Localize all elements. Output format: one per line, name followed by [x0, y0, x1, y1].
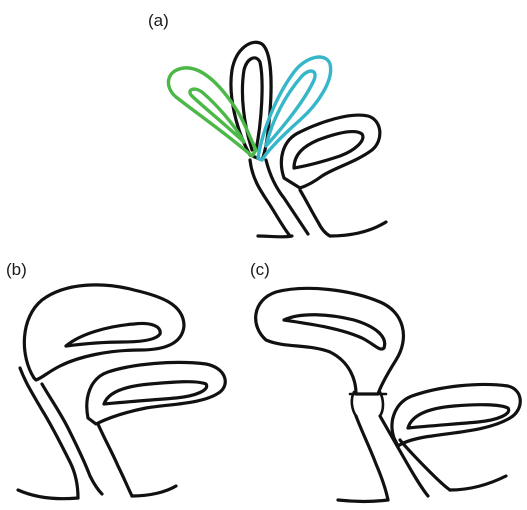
- panel-c: (c): [250, 260, 520, 502]
- panel-c-upper-lobe: [256, 288, 404, 394]
- panel-a-right-lobe: [281, 115, 379, 188]
- panel-a-label: (a): [148, 11, 169, 30]
- panel-a: (a): [148, 11, 386, 237]
- panel-c-neck: [350, 392, 386, 416]
- panel-c-right-lobe: [392, 384, 520, 446]
- panel-b-upper-lobe: [24, 285, 184, 380]
- panel-b-right-lobe: [87, 362, 225, 424]
- panel-c-stalk-left: [356, 416, 388, 500]
- panel-b-label: (b): [6, 260, 27, 279]
- panel-b: (b): [6, 260, 225, 499]
- panel-a-stalk-right: [266, 160, 308, 234]
- panel-b-stalk-right: [42, 384, 102, 494]
- panel-b-stalk-mid: [98, 424, 132, 496]
- panel-c-label: (c): [250, 260, 270, 279]
